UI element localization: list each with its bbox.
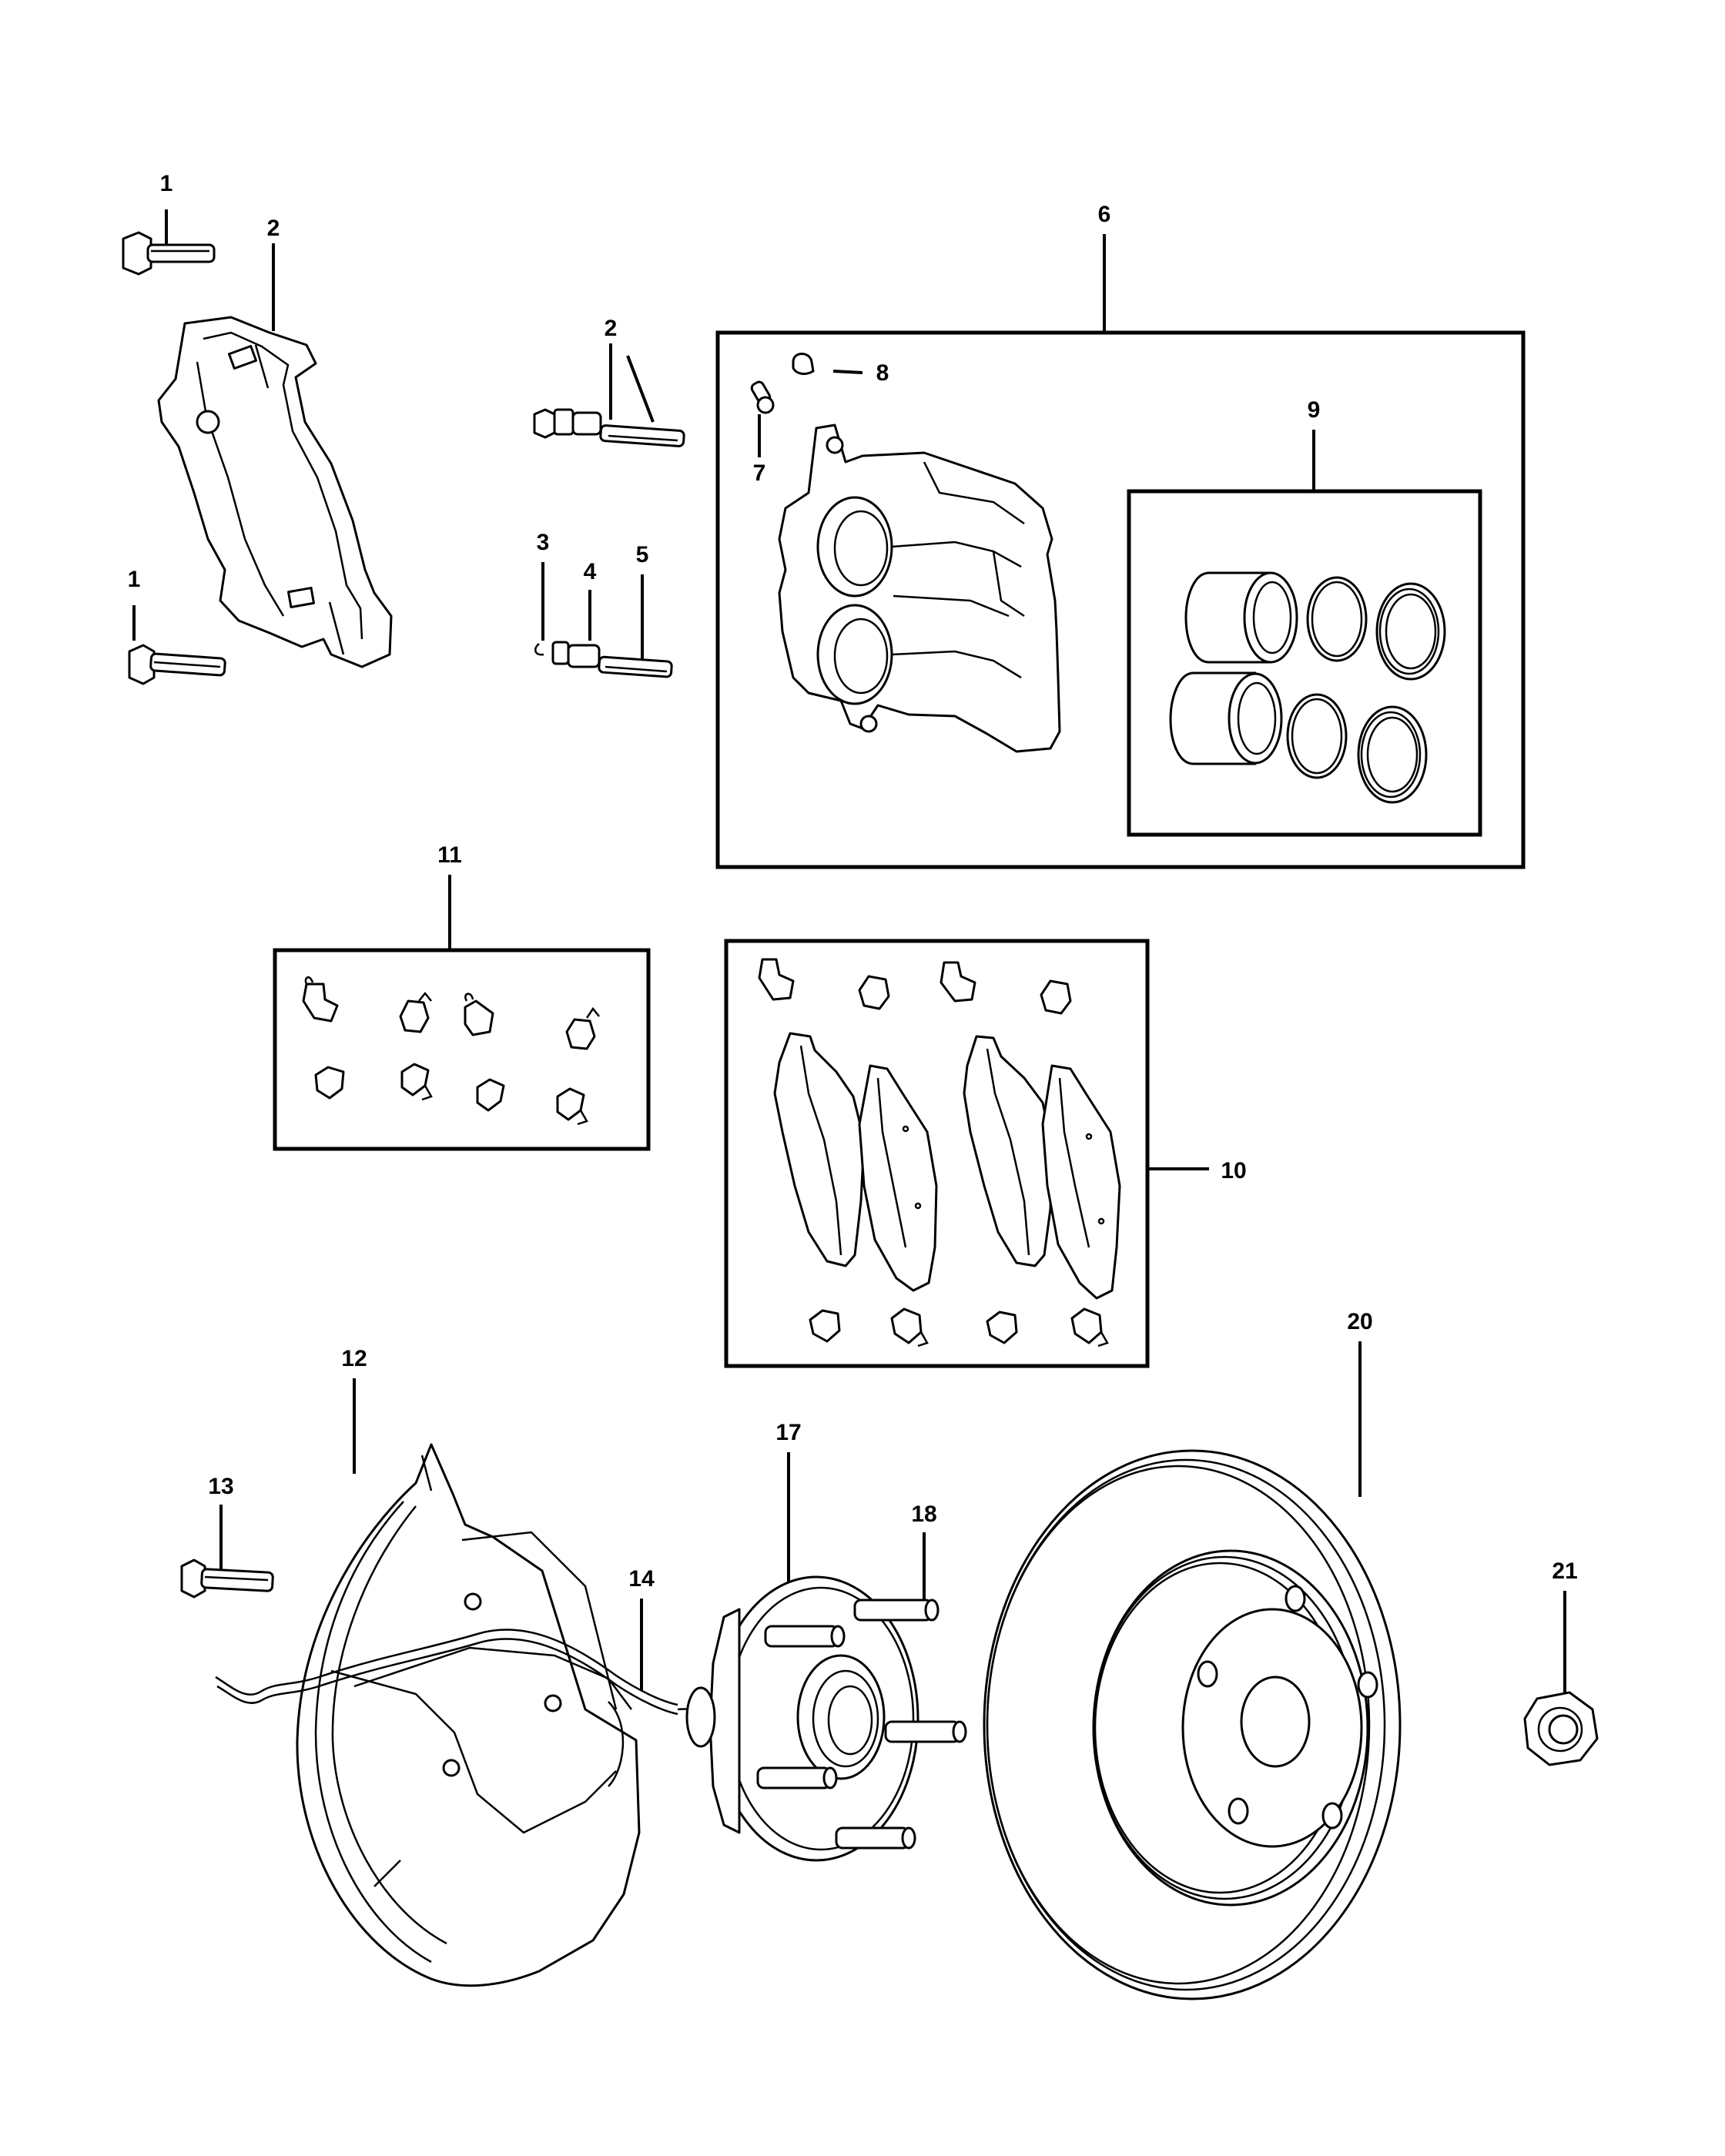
- callout-2-pin: 2: [605, 316, 618, 341]
- pad-clip-icon: [1040, 979, 1072, 1015]
- callout-10: 10: [1221, 1158, 1246, 1183]
- callout-12: 12: [341, 1346, 367, 1371]
- callout-17: 17: [775, 1420, 801, 1445]
- pad-clip-icon: [758, 958, 795, 1001]
- bleeder-cap-icon: [792, 353, 815, 375]
- callout-14: 14: [628, 1566, 655, 1592]
- pad-clip-icon: [302, 976, 339, 1023]
- wheel-stud-icon: [835, 1826, 916, 1850]
- brake-pad-icon: [963, 1035, 1053, 1267]
- piston-icon: [1169, 671, 1283, 765]
- bleeder-screw-icon: [750, 380, 775, 414]
- pad-clip-icon: [940, 961, 976, 1003]
- callout-3: 3: [537, 530, 550, 555]
- pad-clip-icon: [556, 1087, 588, 1126]
- seal-ring-icon: [1286, 693, 1348, 779]
- callout-1-top: 1: [160, 171, 173, 196]
- brake-pad-icon: [773, 1032, 866, 1267]
- seal-ring-icon: [1357, 705, 1428, 804]
- caliper-icon: [778, 424, 1061, 753]
- bolt-icon: [122, 231, 216, 276]
- brake-pad-icon: [1041, 1064, 1121, 1300]
- wheel-stud-icon: [853, 1599, 940, 1622]
- guide-pin-icon: [533, 408, 685, 447]
- pad-clip-icon: [400, 1063, 433, 1101]
- callout-18: 18: [911, 1502, 936, 1527]
- pad-clip-icon: [858, 975, 890, 1010]
- bolt-icon: [180, 1558, 274, 1599]
- wheel-stud-icon: [756, 1766, 838, 1789]
- dust-shield-icon: [296, 1443, 641, 1987]
- callout-9: 9: [1308, 397, 1321, 423]
- callout-21: 21: [1552, 1558, 1577, 1584]
- pad-clip-kit-box: [273, 948, 651, 1151]
- callout-labels: 1 1 2 2 3 4 5 6 7 8 9 10 11 12 13 14 17 …: [128, 171, 1578, 1592]
- callout-13: 13: [208, 1474, 233, 1499]
- callout-6: 6: [1098, 202, 1111, 227]
- pad-clip-icon: [809, 1309, 841, 1343]
- pad-clip-icon: [476, 1078, 505, 1112]
- callout-2-bracket: 2: [267, 216, 280, 241]
- piston-seal-kit-box: [1127, 489, 1482, 837]
- brake-pad-kit-box: [724, 939, 1150, 1368]
- seal-ring-icon: [1306, 576, 1368, 662]
- callout-5: 5: [636, 542, 649, 567]
- leader-lines: [132, 209, 1566, 1692]
- piston-icon: [1184, 571, 1298, 664]
- callout-11: 11: [437, 842, 462, 868]
- pad-clip-icon: [565, 1006, 600, 1050]
- lug-nut-icon: [1523, 1691, 1599, 1766]
- callout-8: 8: [876, 360, 889, 386]
- callout-1-bottom: 1: [128, 567, 141, 592]
- guide-pin-icon: [534, 641, 673, 678]
- caliper-assembly-box: [715, 330, 1526, 869]
- brake-pad-icon: [858, 1064, 938, 1292]
- pad-clip-icon: [464, 993, 494, 1036]
- caliper-bracket-icon: [157, 316, 393, 668]
- pad-clip-icon: [314, 1066, 345, 1100]
- callout-7: 7: [753, 460, 766, 486]
- bolt-icon: [128, 644, 226, 685]
- pad-clip-icon: [890, 1307, 929, 1348]
- wheel-stud-icon: [884, 1720, 967, 1743]
- wheel-stud-icon: [764, 1625, 846, 1648]
- seal-ring-icon: [1375, 582, 1446, 681]
- callout-20: 20: [1347, 1309, 1372, 1334]
- callout-4: 4: [584, 559, 597, 584]
- hub-bearing-icon: [685, 1575, 919, 1862]
- rotor-icon: [983, 1449, 1402, 2000]
- pad-clip-icon: [399, 991, 432, 1033]
- pad-clip-icon: [1070, 1307, 1109, 1348]
- pad-clip-icon: [986, 1311, 1018, 1344]
